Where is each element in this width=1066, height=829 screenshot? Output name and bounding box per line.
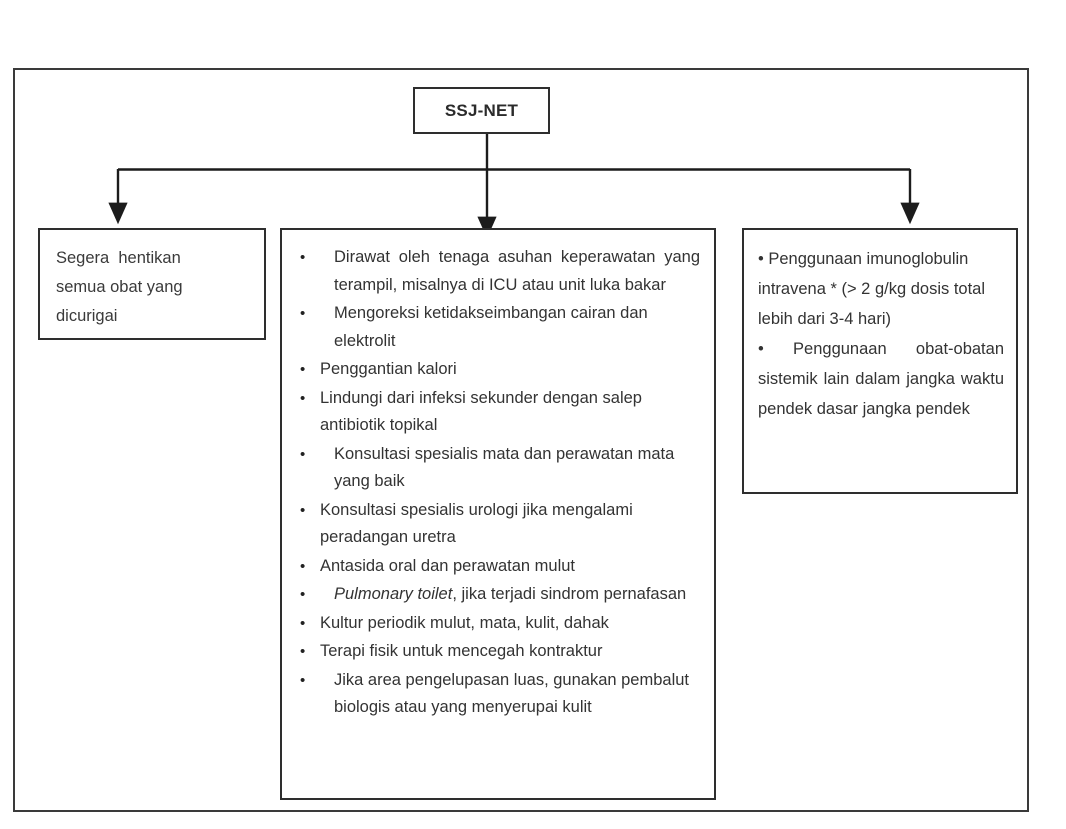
list-item: • Dirawat oleh tenaga asuhan keperawatan… — [294, 244, 700, 299]
root-node-ssj-net: SSJ-NET — [413, 87, 550, 134]
list-item-label: Dirawat oleh tenaga asuhan keperawatan y… — [334, 248, 700, 294]
list-item: • Terapi fisik untuk mencegah kontraktur — [294, 638, 700, 666]
bullet-icon: • — [300, 614, 306, 632]
list-item: • Penggantian kalori — [294, 356, 700, 384]
right-block-ivig: • Penggunaan imunoglobulin intravena * (… — [758, 250, 986, 328]
node-text-line: semua obat yang — [56, 278, 183, 296]
list-item-label-rest: , jika terjadi sindrom pernafasan — [452, 585, 687, 603]
supportive-care-list: • Dirawat oleh tenaga asuhan keperawatan… — [294, 244, 700, 722]
list-item-label: Lindungi dari infeksi sekunder dengan sa… — [320, 388, 642, 435]
list-item: • Pulmonary toilet, jika terjadi sindrom… — [294, 581, 700, 609]
list-item-label: Konsultasi spesialis mata dan perawatan … — [334, 444, 675, 491]
list-item-label: Antasida oral dan perawatan mulut — [320, 556, 575, 575]
list-item-label: Terapi fisik untuk mencegah kontraktur — [320, 642, 603, 660]
list-item-label: Penggantian kalori — [320, 360, 457, 378]
bullet-icon: • — [300, 445, 306, 463]
node-systemic-therapy: • Penggunaan imunoglobulin intravena * (… — [742, 228, 1018, 494]
list-item: • Konsultasi spesialis urologi jika meng… — [294, 497, 700, 552]
list-item: • Lindungi dari infeksi sekunder dengan … — [294, 385, 700, 440]
list-item-label: Pulmonary toilet, jika terjadi sindrom p… — [294, 581, 700, 609]
list-item: • Antasida oral dan perawatan mulut — [294, 553, 700, 581]
node-text-line: Segera hentikan — [56, 249, 181, 267]
list-item-emphasis: Pulmonary toilet — [334, 585, 453, 603]
bullet-icon: • — [300, 557, 306, 575]
list-item: • Konsultasi spesialis mata dan perawata… — [294, 441, 700, 496]
bullet-icon: • — [300, 361, 306, 378]
list-item-label: Kultur periodik mulut, mata, kulit, daha… — [320, 613, 609, 632]
bullet-icon: • — [300, 586, 306, 603]
node-text-line: dicurigai — [56, 307, 118, 325]
list-item: • Kultur periodik mulut, mata, kulit, da… — [294, 610, 700, 638]
node-stop-suspected-drugs: Segera hentikan semua obat yang dicuriga… — [38, 228, 266, 340]
bullet-icon: • — [300, 671, 306, 689]
list-item-label: Mengoreksi ketidakseimbangan cairan dan … — [334, 304, 648, 350]
list-item-label: Jika area pengelupasan luas, gunakan pem… — [334, 670, 690, 717]
bullet-icon: • — [300, 501, 306, 519]
bullet-icon: • — [300, 643, 306, 660]
node-supportive-care: • Dirawat oleh tenaga asuhan keperawatan… — [280, 228, 716, 800]
right-block-systemic-drugs: • Penggunaan obat-obatan sistemik lain d… — [758, 340, 1004, 418]
bullet-icon: • — [300, 305, 306, 322]
bullet-icon: • — [300, 249, 306, 266]
list-item-label: Konsultasi spesialis urologi jika mengal… — [320, 500, 633, 547]
list-item: • Jika area pengelupasan luas, gunakan p… — [294, 667, 700, 722]
list-item: • Mengoreksi ketidakseimbangan cairan da… — [294, 300, 700, 355]
bullet-icon: • — [300, 389, 306, 407]
root-node-label: SSJ-NET — [444, 100, 519, 120]
